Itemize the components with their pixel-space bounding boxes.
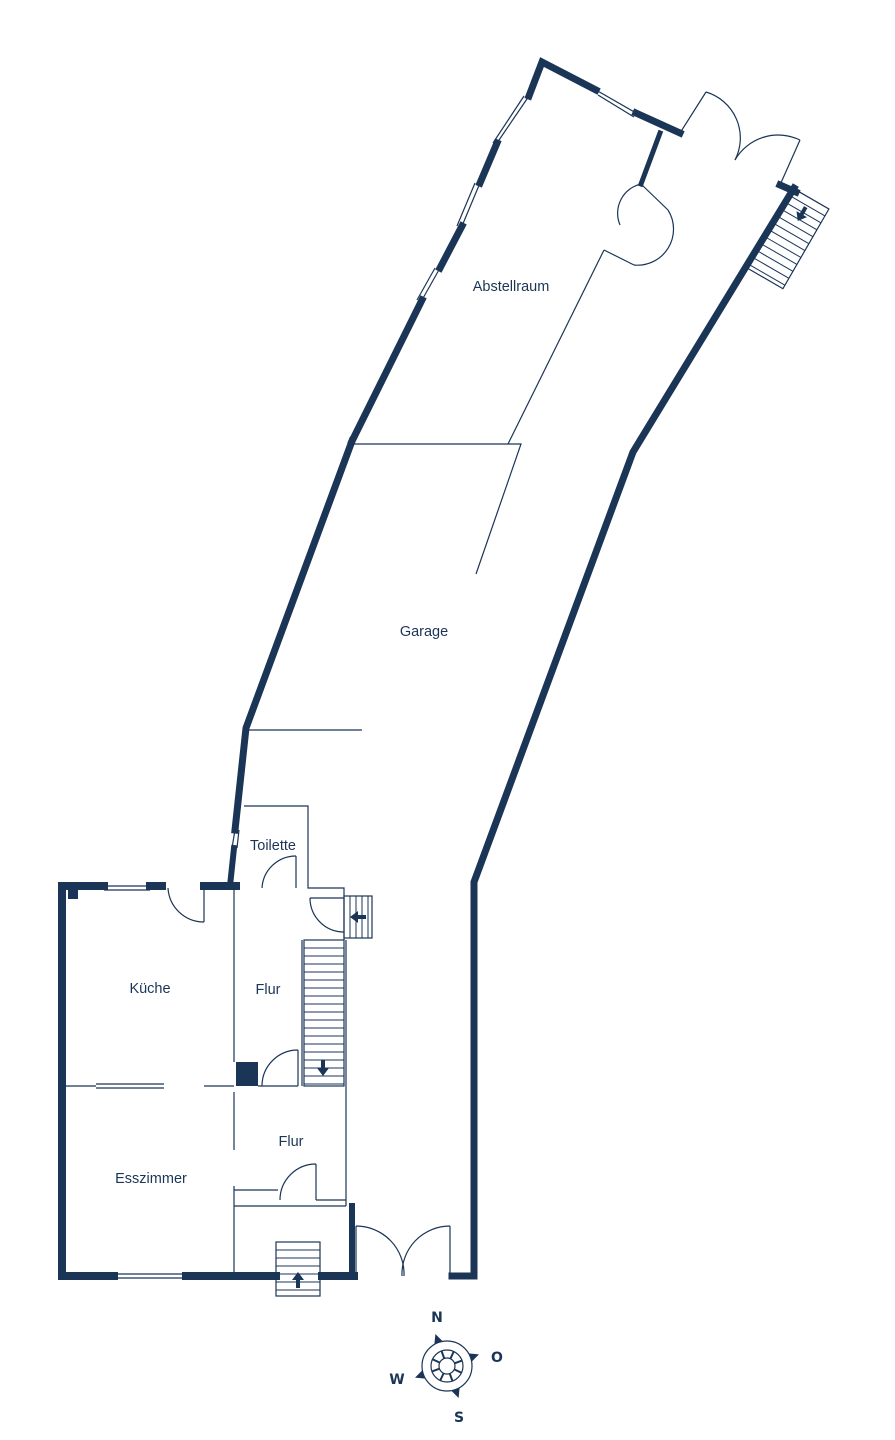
compass-west-label: W bbox=[389, 1372, 404, 1388]
compass-east-label: O bbox=[491, 1350, 503, 1366]
door-leaf bbox=[640, 183, 669, 211]
exterior-step bbox=[776, 215, 814, 238]
toilette-walls bbox=[244, 805, 345, 940]
abstellraum-left-wall bbox=[347, 295, 427, 446]
compass-point bbox=[451, 1387, 460, 1398]
exterior-step bbox=[772, 222, 810, 245]
chimney-block bbox=[236, 1062, 258, 1086]
door-swing bbox=[734, 134, 801, 161]
walls bbox=[58, 57, 801, 1280]
exterior-step bbox=[748, 263, 786, 286]
door-swing bbox=[633, 209, 675, 266]
room-label-garage: Garage bbox=[400, 624, 448, 640]
doors bbox=[167, 91, 801, 1277]
window bbox=[461, 182, 481, 227]
side-steps-outline bbox=[343, 895, 373, 939]
exterior-step bbox=[752, 256, 790, 279]
exterior-stairs-outline bbox=[745, 187, 830, 290]
compass-spokes bbox=[415, 1334, 479, 1398]
door-leaf bbox=[603, 249, 635, 266]
room-label-flur-lower: Flur bbox=[279, 1134, 304, 1150]
abstellraum-diagonal-wall bbox=[507, 249, 605, 445]
abstellraum-left-wall-seg bbox=[475, 138, 502, 188]
stair-arrow-icon bbox=[317, 1060, 329, 1076]
exterior-stairs bbox=[745, 187, 830, 290]
door-swing bbox=[261, 1049, 299, 1087]
room-label-abstellraum: Abstellraum bbox=[473, 279, 550, 295]
stairs bbox=[275, 187, 830, 1297]
compass-spoke bbox=[431, 1367, 440, 1373]
window bbox=[416, 267, 436, 301]
compass-point bbox=[468, 1353, 479, 1362]
door-leaf bbox=[679, 91, 707, 134]
compass-spoke bbox=[448, 1373, 454, 1382]
exterior-stairs-arrow-icon bbox=[796, 206, 808, 222]
abstellraum-top-wall bbox=[631, 108, 685, 138]
staircase-outline bbox=[303, 939, 345, 1087]
room-label-toilette: Toilette bbox=[250, 838, 296, 854]
door-swing bbox=[309, 897, 345, 933]
abstellraum-right-stub bbox=[637, 129, 664, 188]
window bbox=[595, 89, 637, 114]
door-swing bbox=[617, 183, 642, 226]
exterior-step bbox=[768, 229, 806, 252]
compass-spoke bbox=[440, 1350, 446, 1359]
compass-outer-ring bbox=[421, 1340, 473, 1392]
window bbox=[492, 95, 525, 144]
compass-center bbox=[438, 1357, 456, 1375]
abstellraum-garage-wall bbox=[352, 443, 522, 575]
abstellraum-left-wall-seg bbox=[435, 221, 467, 273]
right-stair-stub bbox=[775, 180, 801, 197]
door-swing bbox=[279, 1163, 317, 1201]
door-swing bbox=[355, 1225, 405, 1277]
compass-inner-ring bbox=[430, 1349, 464, 1383]
entry-arrow-icon bbox=[292, 1272, 304, 1288]
compass-spoke bbox=[449, 1351, 455, 1360]
door-swing bbox=[167, 887, 205, 923]
door-swing bbox=[705, 91, 741, 161]
house-corner-block bbox=[68, 889, 78, 899]
house-left-wall bbox=[58, 882, 118, 1280]
compass-spoke bbox=[454, 1359, 463, 1365]
compass-spoke bbox=[439, 1372, 445, 1381]
room-label-flur-upper: Flur bbox=[256, 982, 281, 998]
abstellraum-left-wall-seg bbox=[524, 57, 601, 101]
exterior-step bbox=[760, 242, 798, 265]
compass-spoke bbox=[453, 1368, 462, 1374]
exterior-step bbox=[788, 194, 826, 217]
window bbox=[236, 829, 240, 849]
side-steps-arrow-icon bbox=[350, 911, 366, 923]
garage-left-wall bbox=[231, 436, 357, 834]
window bbox=[456, 182, 476, 227]
compass-point bbox=[434, 1334, 443, 1345]
garage-left-wall-lower bbox=[226, 844, 238, 890]
room-labels: Abstellraum Garage Toilette Küche Flur F… bbox=[115, 279, 549, 1187]
compass-north-label: N bbox=[431, 1310, 443, 1326]
compass-point bbox=[415, 1370, 426, 1379]
room-label-kueche: Küche bbox=[129, 981, 170, 997]
compass-rose: N O S W bbox=[389, 1310, 503, 1426]
window bbox=[496, 95, 530, 144]
right-outer-wall bbox=[448, 183, 799, 1280]
compass-south-label: S bbox=[454, 1410, 464, 1426]
window bbox=[421, 267, 441, 301]
entry-steps-outline bbox=[275, 1241, 321, 1297]
window bbox=[231, 829, 236, 849]
door-swing bbox=[401, 1225, 451, 1277]
window bbox=[597, 94, 635, 118]
exterior-step bbox=[764, 236, 802, 258]
windows bbox=[96, 89, 637, 1279]
compass-spoke bbox=[432, 1358, 441, 1364]
room-label-esszimmer: Esszimmer bbox=[115, 1171, 187, 1187]
exterior-step bbox=[756, 249, 794, 272]
door-leaf bbox=[779, 139, 801, 186]
door-swing bbox=[261, 855, 297, 889]
